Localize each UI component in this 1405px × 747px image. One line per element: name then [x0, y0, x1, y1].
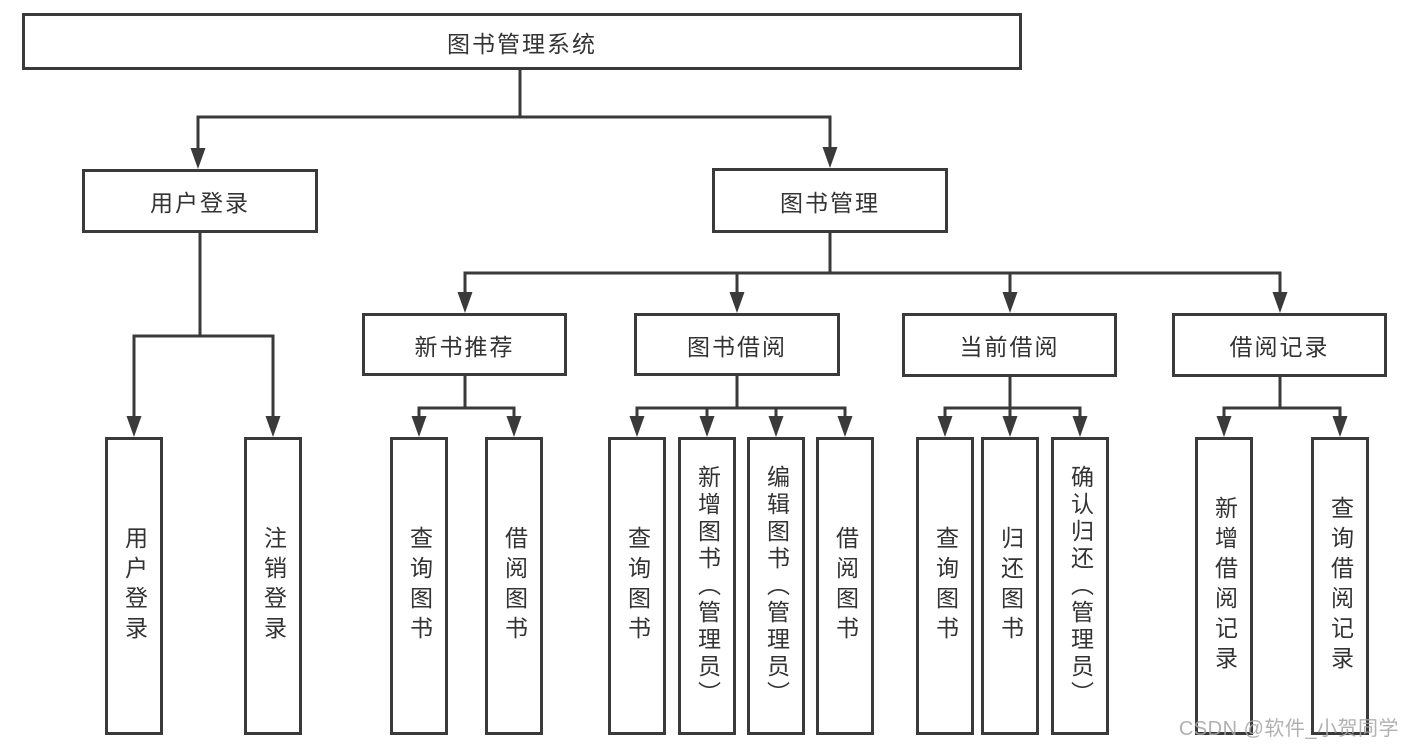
node-current-borrow: 当前借阅: [902, 313, 1117, 377]
node-label: 新增图书（管理员）: [694, 464, 721, 708]
connector-current-borrow-branch: [937, 375, 1088, 437]
node-book-borrow: 图书借阅: [634, 313, 840, 376]
connector-user-login-branch: [126, 231, 281, 437]
node-label: 编辑图书（管理员）: [763, 464, 790, 708]
arrow-head: [1072, 416, 1088, 437]
arrow-head: [1216, 416, 1232, 437]
arrow-head: [506, 416, 522, 437]
arrow-head: [1272, 292, 1288, 313]
node-label: 借阅图书: [832, 526, 859, 646]
leaf-add-borrow-record: 新增借阅记录: [1195, 437, 1253, 735]
arrow-head: [629, 416, 645, 437]
node-label: 注销登录: [260, 526, 287, 646]
arrow-head: [699, 416, 715, 437]
node-label: 用户登录: [150, 190, 250, 216]
arrow-head: [457, 292, 473, 313]
arrow-head: [768, 416, 784, 437]
node-label: 当前借阅: [959, 334, 1060, 360]
node-label: 归还图书: [997, 526, 1024, 646]
leaf-return-books: 归还图书: [981, 437, 1039, 735]
leaf-borrow-books: 借阅图书: [816, 437, 874, 735]
leaf-query-books-borrow: 查询图书: [608, 437, 666, 735]
node-label: 用户登录: [121, 526, 148, 646]
leaf-query-books-current: 查询图书: [916, 437, 974, 735]
arrow-head: [822, 147, 838, 168]
leaf-logout: 注销登录: [244, 437, 302, 735]
arrow-head: [411, 416, 427, 437]
node-label: 图书管理: [780, 189, 880, 216]
arrow-head: [729, 292, 745, 313]
watermark: CSDN @软件_小贺同学: [1178, 718, 1399, 740]
arrow-head: [265, 416, 281, 437]
node-label: 确认归还（管理员）: [1067, 464, 1094, 708]
node-label: 借阅记录: [1229, 334, 1330, 360]
node-library-management-system: 图书管理系统: [22, 13, 1022, 70]
arrow-head: [126, 416, 142, 437]
arrow-head: [837, 416, 853, 437]
node-label: 查询借阅记录: [1327, 496, 1354, 676]
arrow-head: [1332, 416, 1348, 437]
node-label: 图书借阅: [687, 333, 787, 360]
connector-root-to-level2: [190, 68, 838, 169]
node-label: 借阅图书: [501, 526, 528, 646]
node-label: 查询图书: [932, 526, 959, 646]
leaf-confirm-return-admin: 确认归还（管理员）: [1051, 437, 1109, 735]
connector-book-management-to-level3: [457, 231, 1288, 313]
connector-new-book-recommend-branch: [411, 374, 522, 437]
leaf-query-borrow-record: 查询借阅记录: [1311, 437, 1369, 735]
node-label: 新增借阅记录: [1211, 496, 1238, 676]
node-label: 查询图书: [406, 526, 433, 646]
node-new-book-recommend: 新书推荐: [362, 313, 567, 376]
leaf-borrow-books-recommend: 借阅图书: [485, 437, 543, 735]
leaf-edit-books-admin: 编辑图书（管理员）: [747, 437, 805, 735]
connector-book-borrow-branch: [629, 374, 853, 437]
node-label: 图书管理系统: [447, 30, 597, 57]
leaf-user-login: 用户登录: [105, 437, 163, 735]
node-label: 新书推荐: [414, 333, 515, 360]
leaf-query-books-recommend: 查询图书: [390, 437, 448, 735]
arrow-head: [190, 148, 206, 169]
node-user-login: 用户登录: [82, 169, 318, 233]
node-borrow-records: 借阅记录: [1172, 313, 1387, 377]
node-book-management: 图书管理: [712, 168, 948, 233]
arrow-head: [1002, 416, 1018, 437]
arrow-head: [1002, 292, 1018, 313]
node-label: 查询图书: [624, 526, 651, 646]
arrow-head: [937, 416, 953, 437]
connector-borrow-records-branch: [1216, 375, 1348, 437]
leaf-add-books-admin: 新增图书（管理员）: [678, 437, 736, 735]
